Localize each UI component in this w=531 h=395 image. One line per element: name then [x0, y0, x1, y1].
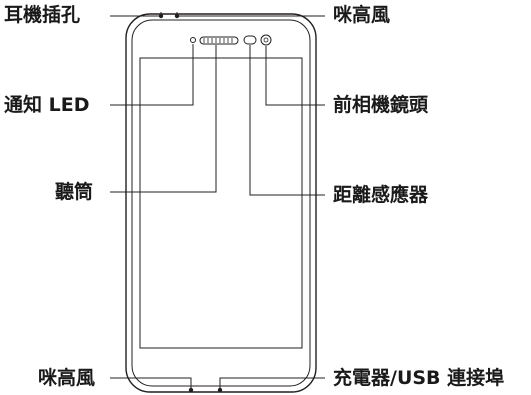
usb-port-dot	[217, 387, 223, 393]
earpiece-grille	[199, 36, 239, 45]
label-charger-usb-port: 充電器/USB 連接埠	[333, 367, 505, 389]
phone-screen	[139, 57, 303, 349]
callout-earpiece	[110, 45, 217, 193]
label-notification-led: 通知 LED	[4, 94, 90, 116]
front-camera-lens	[263, 37, 269, 43]
label-earpiece: 聽筒	[55, 181, 94, 203]
label-proximity-sensor: 距離感應器	[333, 184, 429, 206]
callout-front-camera	[265, 46, 325, 106]
notification-led-dot	[190, 37, 196, 43]
label-microphone-top: 咪高風	[333, 4, 391, 26]
callout-microphone-top	[176, 12, 325, 17]
label-front-camera: 前相機鏡頭	[333, 94, 429, 116]
label-microphone-bottom: 咪高風	[38, 367, 96, 389]
callout-notification-led	[110, 44, 194, 106]
phone-body	[125, 13, 317, 393]
callout-usb-port	[219, 377, 325, 388]
label-earphone-jack: 耳機插孔	[4, 4, 81, 26]
front-camera-shape	[260, 34, 272, 46]
callout-proximity-sensor	[249, 45, 325, 196]
microphone-bottom-dot	[188, 387, 194, 393]
phone-bezel	[131, 19, 311, 387]
callout-microphone-bottom	[110, 377, 192, 388]
proximity-sensor-shape	[243, 35, 257, 45]
callout-earphone-jack	[110, 12, 162, 17]
